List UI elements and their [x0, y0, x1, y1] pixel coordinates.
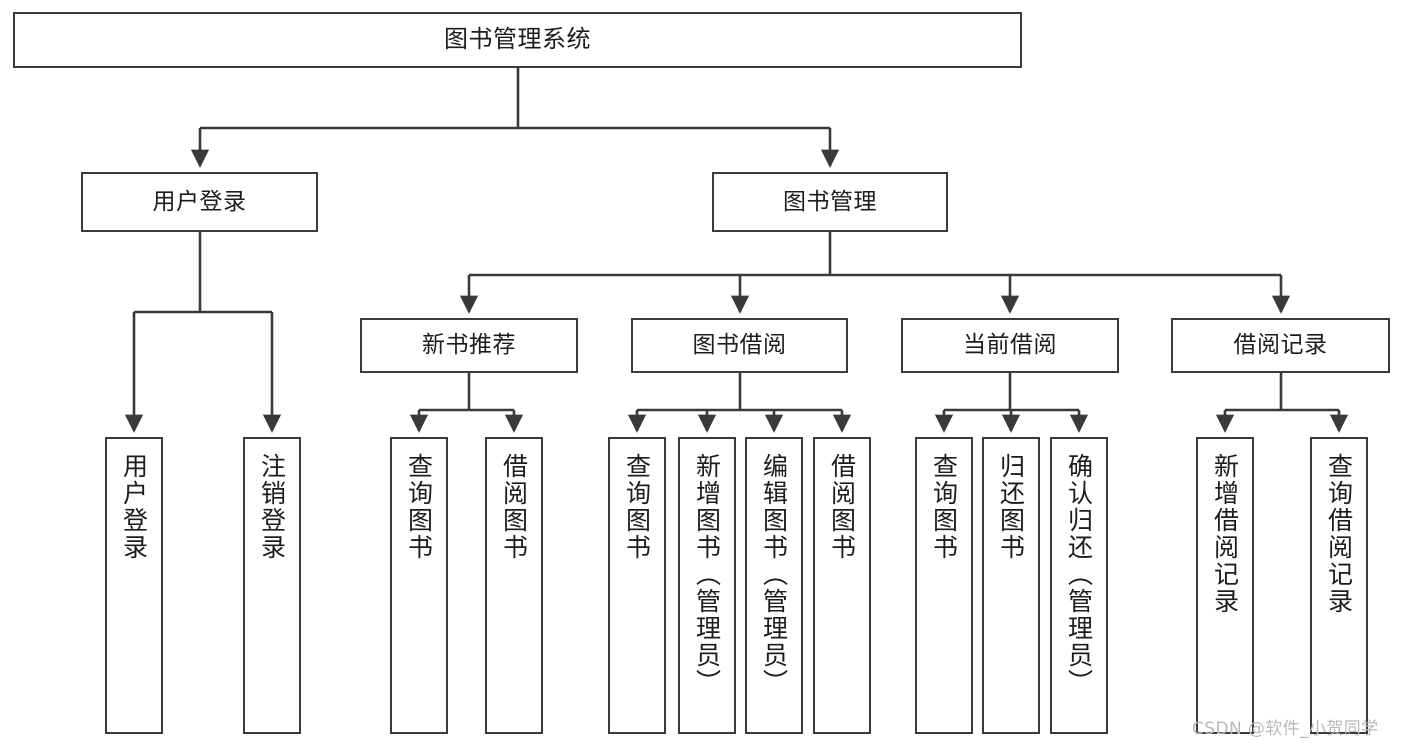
node-leaf-query-borrow-record[interactable]: 查询借阅记录	[1310, 437, 1368, 734]
node-leaf-borrow-book-2[interactable]: 借阅图书	[813, 437, 871, 734]
node-label: 借阅记录	[1233, 332, 1328, 359]
node-leaf-confirm-return-admin[interactable]: 确认归还（管理员）	[1050, 437, 1108, 734]
node-label: 新增借阅记录	[1210, 453, 1240, 615]
node-leaf-query-book-1[interactable]: 查询图书	[390, 437, 448, 734]
node-leaf-edit-book-admin[interactable]: 编辑图书（管理员）	[745, 437, 803, 734]
node-book-management[interactable]: 图书管理	[712, 172, 948, 232]
node-root-system[interactable]: 图书管理系统	[13, 12, 1022, 68]
node-label: 当前借阅	[963, 332, 1057, 359]
node-label: 新书推荐	[422, 332, 516, 359]
node-borrow-record[interactable]: 借阅记录	[1171, 318, 1390, 373]
node-book-borrow[interactable]: 图书借阅	[631, 318, 848, 373]
node-label: 新增图书（管理员）	[692, 453, 722, 696]
node-label: 查询借阅记录	[1324, 453, 1354, 615]
node-label: 借阅图书	[827, 453, 857, 561]
node-label: 编辑图书（管理员）	[759, 453, 789, 696]
node-leaf-query-book-3[interactable]: 查询图书	[915, 437, 973, 734]
node-leaf-logout-login[interactable]: 注销登录	[243, 437, 301, 734]
node-leaf-user-login[interactable]: 用户登录	[105, 437, 163, 734]
node-leaf-return-book[interactable]: 归还图书	[982, 437, 1040, 734]
node-label: 归还图书	[996, 453, 1026, 561]
node-leaf-add-book-admin[interactable]: 新增图书（管理员）	[678, 437, 736, 734]
node-user-login[interactable]: 用户登录	[81, 172, 318, 232]
node-label: 查询图书	[404, 453, 434, 561]
node-leaf-borrow-book-1[interactable]: 借阅图书	[485, 437, 543, 734]
node-label: 确认归还（管理员）	[1064, 453, 1094, 696]
node-label: 图书借阅	[692, 332, 787, 359]
node-label: 查询图书	[622, 453, 652, 561]
node-label: 用户登录	[119, 453, 149, 561]
node-label: 查询图书	[929, 453, 959, 561]
node-leaf-query-book-2[interactable]: 查询图书	[608, 437, 666, 734]
node-new-book-recommend[interactable]: 新书推荐	[360, 318, 578, 373]
node-label: 注销登录	[257, 453, 287, 561]
node-leaf-add-borrow-record[interactable]: 新增借阅记录	[1196, 437, 1254, 734]
csdn-watermark: CSDN @软件_小贺同学	[1192, 719, 1379, 739]
node-label: 图书管理系统	[444, 25, 591, 54]
node-label: 借阅图书	[499, 453, 529, 561]
node-label: 用户登录	[152, 188, 247, 215]
node-label: 图书管理	[783, 188, 877, 215]
node-current-borrow[interactable]: 当前借阅	[901, 318, 1119, 373]
